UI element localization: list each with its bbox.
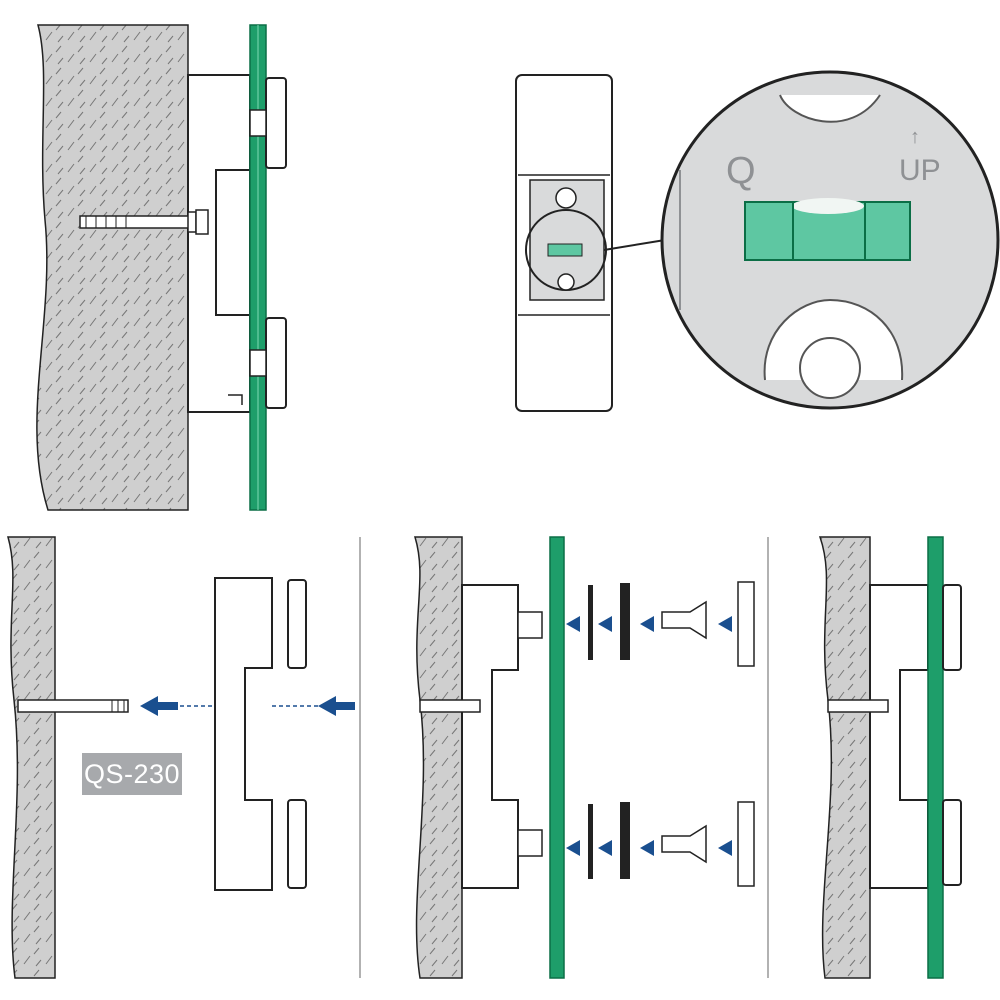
arrow-left-icon (640, 840, 654, 856)
arrow-left-icon (718, 840, 732, 856)
arrow-left-icon (718, 616, 732, 632)
anchor-bolt-icon (17, 699, 129, 713)
level-quick-symbol: Q (726, 150, 756, 192)
level-up-arrow: ↑ (910, 126, 920, 148)
wall-section (36, 24, 189, 511)
arrow-left-icon (140, 696, 178, 716)
model-badge: QS-230 (82, 753, 182, 795)
panel-final-assembly (818, 536, 962, 979)
arrow-left-icon (640, 616, 654, 632)
arrow-left-icon (318, 696, 355, 716)
level-up-text: UP (899, 154, 941, 187)
panel-level-detail (515, 70, 1000, 412)
panel-clamp-install (413, 536, 769, 979)
panel-anchor-install (7, 536, 361, 979)
countersunk-screw-icon (661, 600, 707, 640)
panel-assembled-side-view (36, 24, 287, 511)
anchor-bolt-icon (79, 209, 209, 235)
arrow-left-icon (598, 840, 612, 856)
clamp-cap-top (265, 77, 287, 169)
bubble-level-icon (660, 70, 1000, 410)
clamp-cap-bottom (265, 317, 287, 409)
arrow-left-icon (598, 616, 612, 632)
arrow-left-icon (566, 840, 580, 856)
bracket-backplate (215, 169, 251, 316)
arrow-left-icon (566, 616, 580, 632)
countersunk-screw-icon (661, 824, 707, 864)
model-label: QS-230 (83, 758, 181, 789)
